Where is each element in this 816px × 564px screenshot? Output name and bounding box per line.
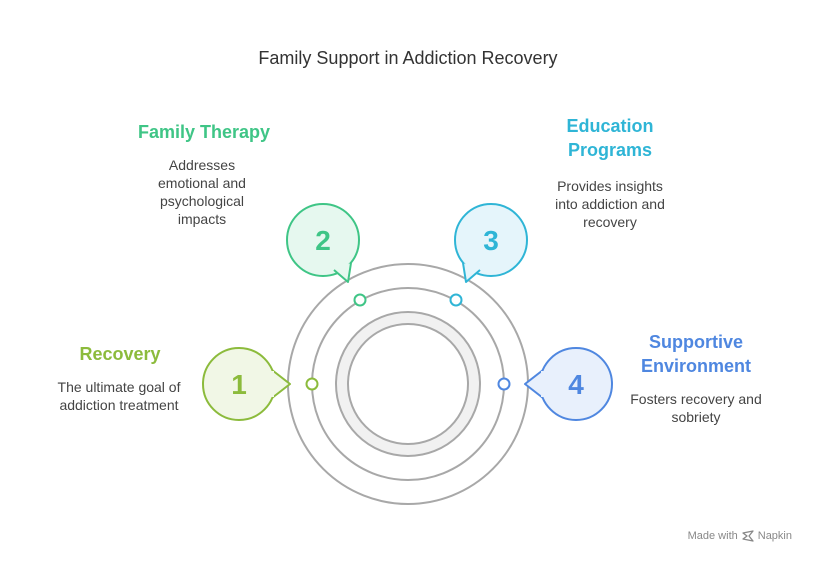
made-with-label: Made with	[687, 530, 738, 542]
bubble-2: 2	[286, 203, 360, 283]
node-4-description: Fosters recovery and sobriety	[630, 391, 762, 425]
napkin-logo-icon	[742, 530, 754, 542]
node-1-heading: Recovery	[79, 344, 161, 364]
bubble-4: 4	[524, 346, 613, 422]
bubble-4-number: 4	[568, 369, 584, 400]
node-4-heading: Supportive Environment	[640, 332, 751, 376]
connector-dot-3	[449, 293, 463, 307]
node-2-heading: Family Therapy	[137, 122, 271, 142]
bubble-1-number: 1	[231, 369, 247, 400]
diagram-title: Family Support in Addiction Recovery	[258, 48, 558, 68]
node-1-description: The ultimate goal of addiction treatment	[57, 379, 181, 413]
node-3-heading: Education Programs	[566, 116, 654, 160]
bubble-3: 3	[454, 203, 528, 283]
bubble-3-number: 3	[483, 225, 499, 256]
connector-dot-4	[497, 377, 511, 391]
napkin-brand: Napkin	[757, 530, 792, 542]
connector-dot-2	[353, 293, 367, 307]
core-circle	[347, 323, 469, 445]
bubble-1: 1	[202, 346, 291, 422]
node-3-description: Provides insights into addiction and rec…	[555, 178, 665, 230]
made-with-napkin-footer: Made with Napkin	[688, 530, 792, 542]
connector-dot-1	[305, 377, 319, 391]
node-2-description: Addresses emotional and psychological im…	[158, 157, 246, 227]
bubble-2-number: 2	[315, 225, 331, 256]
